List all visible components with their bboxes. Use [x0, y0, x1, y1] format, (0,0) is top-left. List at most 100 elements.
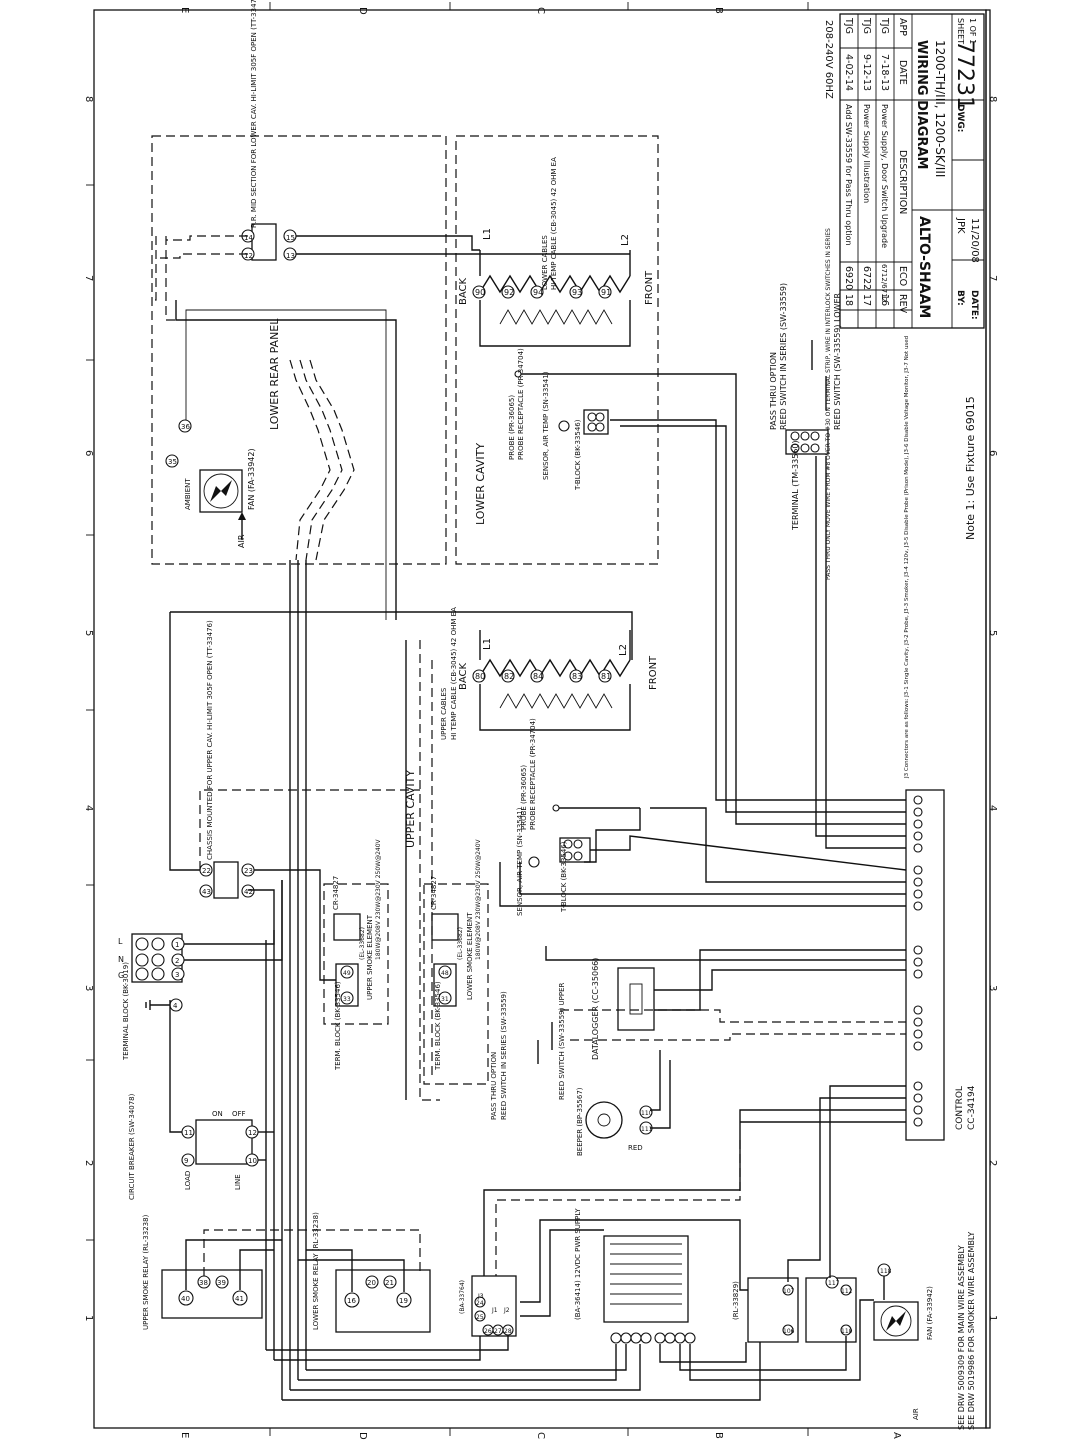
- upper-l2-label: L2: [618, 644, 629, 656]
- upper-smoke-relay: 40 41 38 39 UPPER SMOKE RELAY (RL-33238): [142, 1214, 263, 1330]
- lower-smoke-region: [423, 883, 489, 1085]
- header-eco: ECO: [897, 266, 908, 286]
- grid-col-2: 2: [83, 1160, 94, 1166]
- svg-text:13: 13: [286, 252, 295, 260]
- svg-text:4: 4: [987, 805, 998, 811]
- by-label: BY:: [955, 290, 965, 306]
- lower-front-label: FRONT: [644, 270, 655, 305]
- lower-fan: 35 36 FAN (FA-33942) AMBIENT AIR: [165, 419, 256, 548]
- svg-text:6: 6: [987, 450, 998, 456]
- svg-text:3: 3: [175, 971, 179, 979]
- lower-rear-panel-label: LOWER REAR PANEL: [268, 318, 281, 430]
- pwr-supply-label: (BA-36414) 12VDC PWR SUPPLY: [574, 1208, 582, 1320]
- fan-upper-label: FAN (FA-33942): [926, 1286, 934, 1340]
- model-number: 1200-TH/III, 1200-SK/III: [933, 40, 947, 177]
- breaker-line-label: LINE: [234, 1174, 242, 1190]
- terminal-label: TERMINAL (TM-33560): [791, 440, 800, 531]
- power-supply: (BA-36414) 12VDC PWR SUPPLY: [574, 1208, 696, 1344]
- rev18-app: TJG: [843, 17, 854, 34]
- header-app: APP: [897, 18, 908, 36]
- svg-text:35: 35: [168, 458, 177, 466]
- reed-lower-label: REED SWITCH (SW-33559) LOWER: [833, 293, 842, 431]
- breaker-load-label: LOAD: [184, 1171, 192, 1190]
- svg-text:7: 7: [987, 275, 998, 281]
- svg-text:90: 90: [475, 288, 485, 297]
- svg-text:106: 106: [783, 1328, 795, 1335]
- grid-row-e-bot: E: [179, 1432, 190, 1438]
- upper-smoke-element: 49 33 TERM. BLOCK (BK-33546) CR-34827 UP…: [332, 838, 382, 1071]
- svg-text:2: 2: [987, 1160, 998, 1166]
- company-logo-text: ALTO-SHAAM: [916, 216, 932, 318]
- svg-text:9: 9: [184, 1157, 188, 1165]
- grid-row-b-top: B: [713, 7, 724, 14]
- sheet-label: SHEET: [956, 18, 965, 44]
- upper-smoke-region: [323, 883, 389, 1025]
- upper-tblock-label: T-BLOCK (BK-33546): [560, 841, 568, 913]
- breaker-off-label: OFF: [232, 1110, 246, 1118]
- lower-l2-label: L2: [620, 234, 631, 246]
- upper-element-nodes: 80 82 84 83 81: [472, 669, 612, 683]
- rev16-eco: 6712/6712: [880, 264, 888, 302]
- pass-thru-upper: PASS THRU OPTION REED SWITCH IN SERIES (…: [490, 982, 566, 1120]
- svg-text:4: 4: [173, 1002, 178, 1010]
- cr-upper-label: CR-34827: [332, 876, 340, 910]
- lower-cavity-label: LOWER CAVITY: [474, 443, 487, 525]
- datalogger-label: DATALOGGER (CC-35066): [591, 958, 600, 1060]
- solid-state-relays: 107 106 112 110 (RL-33829): [732, 1277, 857, 1343]
- ssr-label: (RL-33829): [732, 1281, 740, 1320]
- lower-rear-panel-region: [151, 135, 447, 565]
- j3-connectors-note: J3 Connectors are as follows: J3-1 Singl…: [904, 336, 910, 779]
- svg-text:27: 27: [494, 1328, 502, 1335]
- upper-back-label: BACK: [458, 662, 469, 690]
- svg-text:41: 41: [235, 1295, 244, 1303]
- svg-text:112: 112: [841, 1288, 853, 1295]
- svg-text:118: 118: [880, 1268, 892, 1275]
- svg-text:48: 48: [441, 970, 449, 977]
- grid-col-6: 6: [83, 450, 94, 456]
- grid-row-b-bot: B: [713, 1432, 724, 1439]
- svg-text:23: 23: [244, 867, 253, 875]
- rev18-rev: 18: [843, 294, 854, 306]
- lower-l1-label: L1: [482, 228, 493, 240]
- grid-row-e-top: E: [179, 7, 190, 13]
- grid-col-8: 8: [83, 96, 94, 102]
- rev18-date: 4-02-14: [843, 54, 854, 91]
- svg-text:15: 15: [286, 234, 295, 242]
- term-block-lower-label: TERM. BLOCK (BK-33546): [434, 981, 442, 1071]
- cr-lower-label: CR-34827: [430, 876, 438, 910]
- terminal-block: 1 2 3 L N G 4 TERMINAL BLOCK (BK-3019): [118, 933, 185, 1061]
- air-label-lower: AIR: [237, 534, 246, 548]
- see-drawing-note-1: SEE DRW 5009309 FOR MAIN WIRE ASSEMBLY: [957, 1245, 966, 1430]
- svg-text:2: 2: [175, 957, 179, 965]
- svg-text:24: 24: [476, 1300, 484, 1307]
- svg-text:28: 28: [504, 1328, 512, 1335]
- svg-text:19: 19: [399, 1297, 408, 1305]
- rev17-rev: 17: [861, 294, 872, 306]
- lower-hi-limit: 12 13 14 15 R.R. MID SECTION FOR LOWER C…: [241, 0, 297, 261]
- voltage-label: 208-240V 60HZ: [823, 20, 834, 99]
- diagram-title: WIRING DIAGRAM: [914, 40, 929, 169]
- by-value: JPK: [955, 217, 966, 234]
- rev17-description: Power Supply Illustration: [862, 104, 871, 203]
- svg-text:33: 33: [343, 996, 351, 1003]
- svg-text:1: 1: [987, 1315, 998, 1321]
- svg-text:81: 81: [601, 672, 611, 681]
- lower-tblock-label: T-BLOCK (BK-33546): [574, 419, 582, 491]
- rev18-description: Add SW-33559 for Pass Thru option: [844, 104, 853, 246]
- terminal-g-label: G: [118, 971, 124, 980]
- air-label-upper: AIR: [912, 1408, 920, 1420]
- upper-smoke-relay-label: UPPER SMOKE RELAY (RL-33238): [142, 1214, 150, 1330]
- grid-row-d-top: D: [357, 7, 368, 15]
- fan-lower-label: FAN (FA-33942): [247, 448, 256, 510]
- upper-pass-thru-label: PASS THRU OPTION: [490, 1052, 498, 1120]
- grid-col-5: 5: [83, 630, 94, 636]
- svg-text:12: 12: [244, 252, 253, 260]
- upper-probe: PROBE (PR-36065) PROBE RECEPTACLE (PR-34…: [516, 718, 640, 916]
- pass-thru-lower: TERMINAL (TM-33560) PASS THRU OPTION REE…: [769, 228, 842, 580]
- lower-probe-receptacle-label: PROBE RECEPTACLE (PR-34704): [517, 348, 525, 460]
- circuit-breaker-label: CIRCUIT BREAKER (SW-34078): [128, 1093, 136, 1200]
- grid-row-c-top: C: [535, 7, 546, 14]
- grid-col-1: 1: [83, 1315, 94, 1321]
- svg-text:3: 3: [987, 985, 998, 991]
- svg-text:40: 40: [181, 1295, 190, 1303]
